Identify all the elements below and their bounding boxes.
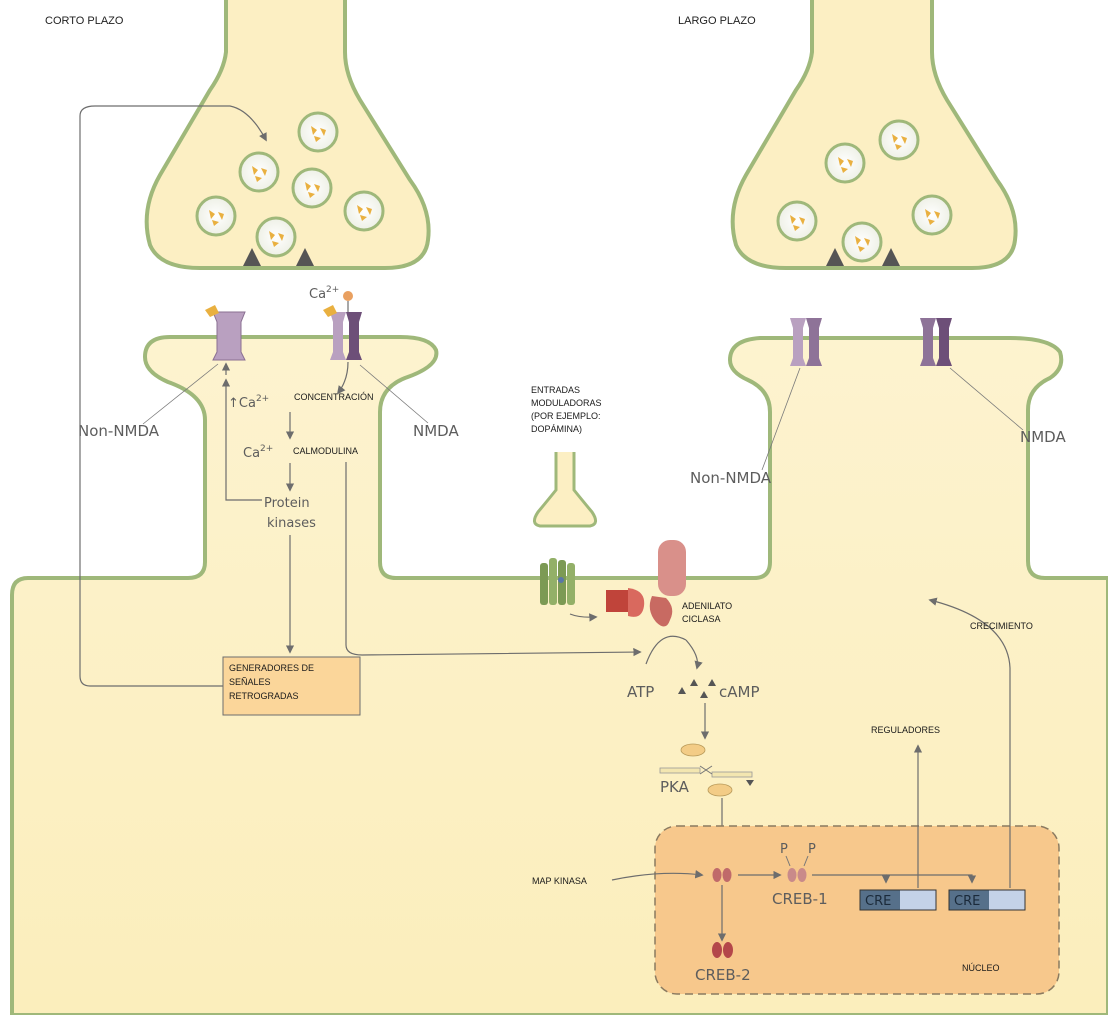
modulatory-line-3: (POR EJEMPLO: [531, 411, 601, 421]
nucleo-label: NÚCLEO [962, 963, 1000, 973]
non-nmda-label-right: Non-NMDA [690, 469, 772, 487]
cre-label-2: CRE [954, 894, 980, 909]
creb2-label: CREB-2 [695, 966, 751, 984]
protein-label: Protein [264, 496, 310, 511]
phosphate-2: P [808, 842, 816, 857]
non-nmda-label-left: Non-NMDA [78, 422, 160, 440]
vesicle [826, 144, 864, 182]
camp-label: cAMP [719, 683, 760, 701]
vesicle [257, 218, 295, 256]
calmodulina-label: CALMODULINA [293, 446, 358, 456]
pka-label: PKA [660, 778, 690, 796]
generadores-line-1: GENERADORES DE [229, 663, 314, 673]
vesicle [345, 192, 383, 230]
reguladores-label: REGULADORES [871, 725, 940, 735]
map-kinasa-label: MAP KINASA [532, 876, 587, 886]
calcium-ion [343, 291, 353, 301]
modulatory-terminal [534, 452, 595, 526]
adenilato-line-1: ADENILATO [682, 601, 732, 611]
vesicle [240, 153, 278, 191]
vesicle [913, 196, 951, 234]
generadores-line-3: RETROGRADAS [229, 691, 299, 701]
vesicle [880, 121, 918, 159]
modulatory-line-1: ENTRADAS [531, 385, 580, 395]
long-term-header: LARGO PLAZO [678, 15, 756, 27]
phosphate-1: P [780, 842, 788, 857]
nmda-label-left: NMDA [413, 422, 459, 440]
vesicle [293, 169, 331, 207]
generadores-line-2: SEÑALES [229, 677, 271, 687]
modulatory-line-4: DOPÁMINA) [531, 424, 582, 434]
creb1-label: CREB-1 [772, 890, 828, 908]
vesicle [843, 223, 881, 261]
vesicle [299, 113, 337, 151]
kinases-label: kinases [267, 516, 316, 531]
cre-label-1: CRE [865, 894, 891, 909]
atp-label: ATP [627, 683, 654, 701]
vesicle [197, 197, 235, 235]
ca-ion-label: Ca2+ [309, 285, 339, 302]
concentracion-label: CONCENTRACIÓN [294, 392, 374, 402]
nmda-label-right: NMDA [1020, 428, 1066, 446]
vesicle [778, 202, 816, 240]
short-term-header: CORTO PLAZO [45, 15, 124, 27]
modulatory-line-2: MODULADORAS [531, 398, 602, 408]
adenilato-line-2: CICLASA [682, 614, 721, 624]
crecimiento-label: CRECIMIENTO [970, 621, 1033, 631]
